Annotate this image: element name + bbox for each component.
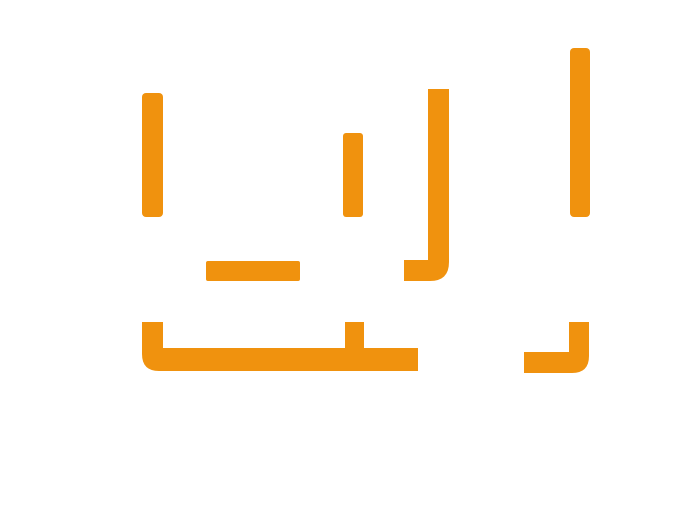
glyph-group xyxy=(142,48,590,373)
left-lower-bracket xyxy=(142,322,418,371)
middle-dash xyxy=(206,261,300,281)
right-hook xyxy=(404,89,449,281)
middle-upper-bar xyxy=(343,133,363,217)
left-upper-bar xyxy=(142,93,163,217)
right-lower-bracket xyxy=(524,322,589,373)
right-tall-bar xyxy=(570,48,590,217)
